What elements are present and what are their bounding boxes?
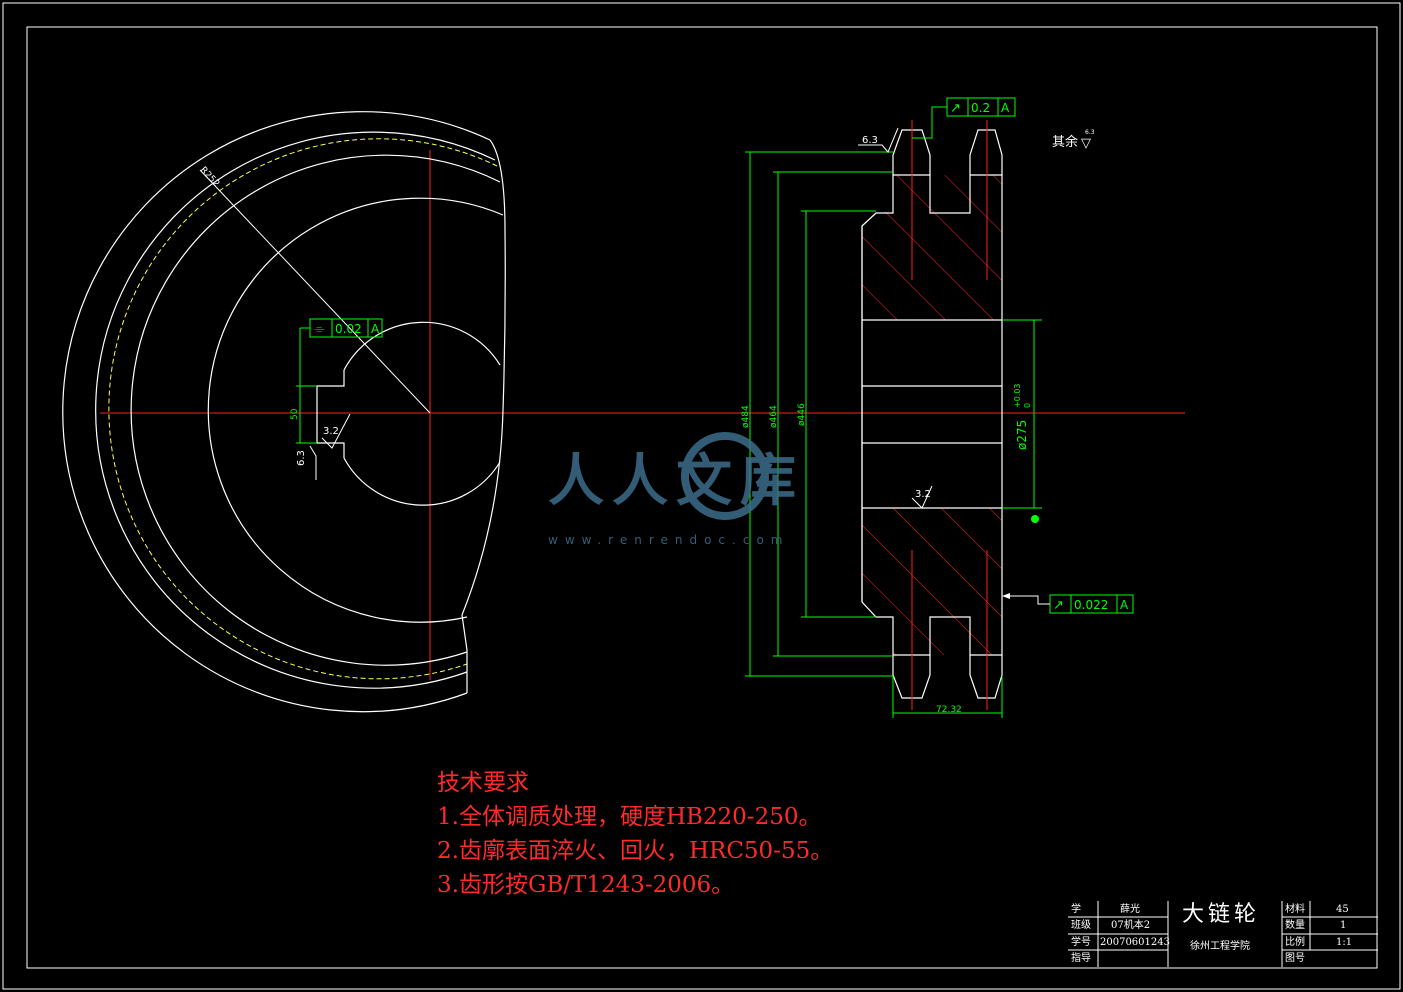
root-arc — [130, 154, 501, 666]
hub-arc — [207, 197, 504, 623]
outer-arc-2 — [95, 131, 496, 689]
tb-advisor-label: 指导 — [1071, 953, 1091, 964]
datum-marker — [1031, 515, 1039, 523]
tooth-top-right — [969, 129, 1003, 175]
other-roughness-value: 6.3 — [1085, 129, 1095, 136]
dim-446: ø446 — [797, 403, 807, 426]
title-block-grid — [1068, 901, 1378, 967]
runout-icon-right: ↗ — [1053, 598, 1064, 613]
symmetry-datum: A — [371, 322, 380, 336]
tb-school: 徐州工程学院 — [1190, 941, 1250, 952]
runout-icon-top: ↗ — [950, 101, 961, 116]
pitch-arc — [108, 138, 498, 680]
tb-qty-value: 1 — [1340, 920, 1347, 931]
tech-item-3: 3.齿形按GB/T1243-2006。 — [437, 872, 735, 898]
tb-class-value: 07机本2 — [1111, 920, 1151, 931]
tb-drawing-label: 图号 — [1285, 953, 1305, 964]
roughness-top-label: 6.3 — [862, 135, 878, 146]
tb-scale-value: 1:1 — [1336, 937, 1353, 948]
symmetry-value: 0.02 — [335, 322, 362, 336]
roughness-bore-label: 3.2 — [915, 489, 931, 500]
dim-bore-tol-upper: +0.03 — [1013, 383, 1022, 408]
dim-464: ø464 — [769, 405, 779, 428]
roughness-top-mark — [858, 127, 899, 153]
section-view: ø484 ø464 ø446 ø275 +0.03 0 72.32 ↗ 0.2 … — [741, 97, 1134, 718]
watermark-text: 人人文库 — [548, 449, 804, 514]
dim-bore-tol-lower: 0 — [1023, 403, 1032, 408]
break-line — [461, 139, 506, 693]
tech-title: 技术要求 — [437, 770, 529, 796]
symmetry-tolerance-frame: ⌯ 0.02 A — [299, 318, 383, 386]
runout-tolerance-right: ↗ 0.022 A — [1002, 593, 1134, 614]
tooth-bottom-right — [969, 655, 1003, 699]
watermark: 人人文库 www.renrendoc.com — [548, 432, 804, 547]
other-roughness-mark: ▽ — [1081, 136, 1091, 151]
lower-hatched-section — [862, 508, 1002, 655]
tb-designer-label: 学 — [1071, 904, 1081, 915]
watermark-url: www.renrendoc.com — [548, 533, 789, 547]
front-view: R252 ⌯ 0.02 A 50 3.2 6.3 — [62, 111, 1185, 713]
radius-leader — [199, 169, 431, 414]
dim-bore: ø275 — [1015, 420, 1029, 450]
tb-material-label: 材料 — [1285, 904, 1305, 915]
dim-width: 72.32 — [936, 705, 962, 715]
other-roughness: 其余 — [1052, 134, 1078, 150]
tech-item-2: 2.齿廓表面淬火、回火，HRC50-55。 — [437, 838, 834, 864]
tech-item-1: 1.全体调质处理，硬度HB220-250。 — [437, 804, 822, 830]
tb-id-value: 20070601243 — [1100, 937, 1170, 948]
tb-id-label: 学号 — [1071, 937, 1091, 948]
tb-qty-label: 数量 — [1285, 920, 1305, 931]
outer-tip-arc — [62, 111, 491, 713]
bore-circle — [343, 321, 501, 506]
runout-top-datum: A — [1001, 101, 1010, 115]
roughness-3-2-label: 3.2 — [323, 426, 339, 437]
inner-border — [26, 26, 1378, 969]
upper-hatched-section — [862, 175, 1002, 320]
watermark-circle — [681, 432, 769, 520]
tb-material-value: 45 — [1336, 904, 1349, 915]
tb-class-label: 班级 — [1071, 920, 1091, 931]
dim-484: ø484 — [741, 405, 751, 428]
roughness-mark-6-3 — [309, 445, 317, 480]
runout-tolerance-top: ↗ 0.2 A — [912, 97, 1016, 139]
tb-scale-label: 比例 — [1285, 937, 1305, 948]
diameter-dimensions — [745, 151, 1042, 718]
roughness-bore-mark — [911, 485, 933, 509]
tb-designer-value: 薛光 — [1120, 904, 1140, 915]
symmetry-icon: ⌯ — [314, 322, 325, 337]
technical-requirements: 技术要求 1.全体调质处理，硬度HB220-250。 2.齿廓表面淬火、回火，H… — [437, 766, 833, 902]
roughness-mark-3-2 — [321, 413, 351, 449]
tb-part-name: 大链轮 — [1182, 902, 1261, 927]
keyway-dim: 50 — [290, 408, 300, 420]
runout-top-value: 0.2 — [971, 101, 990, 115]
roughness-6-3-label: 6.3 — [296, 450, 307, 466]
runout-right-datum: A — [1120, 598, 1129, 612]
runout-right-value: 0.022 — [1074, 598, 1108, 612]
keyway — [316, 370, 345, 458]
